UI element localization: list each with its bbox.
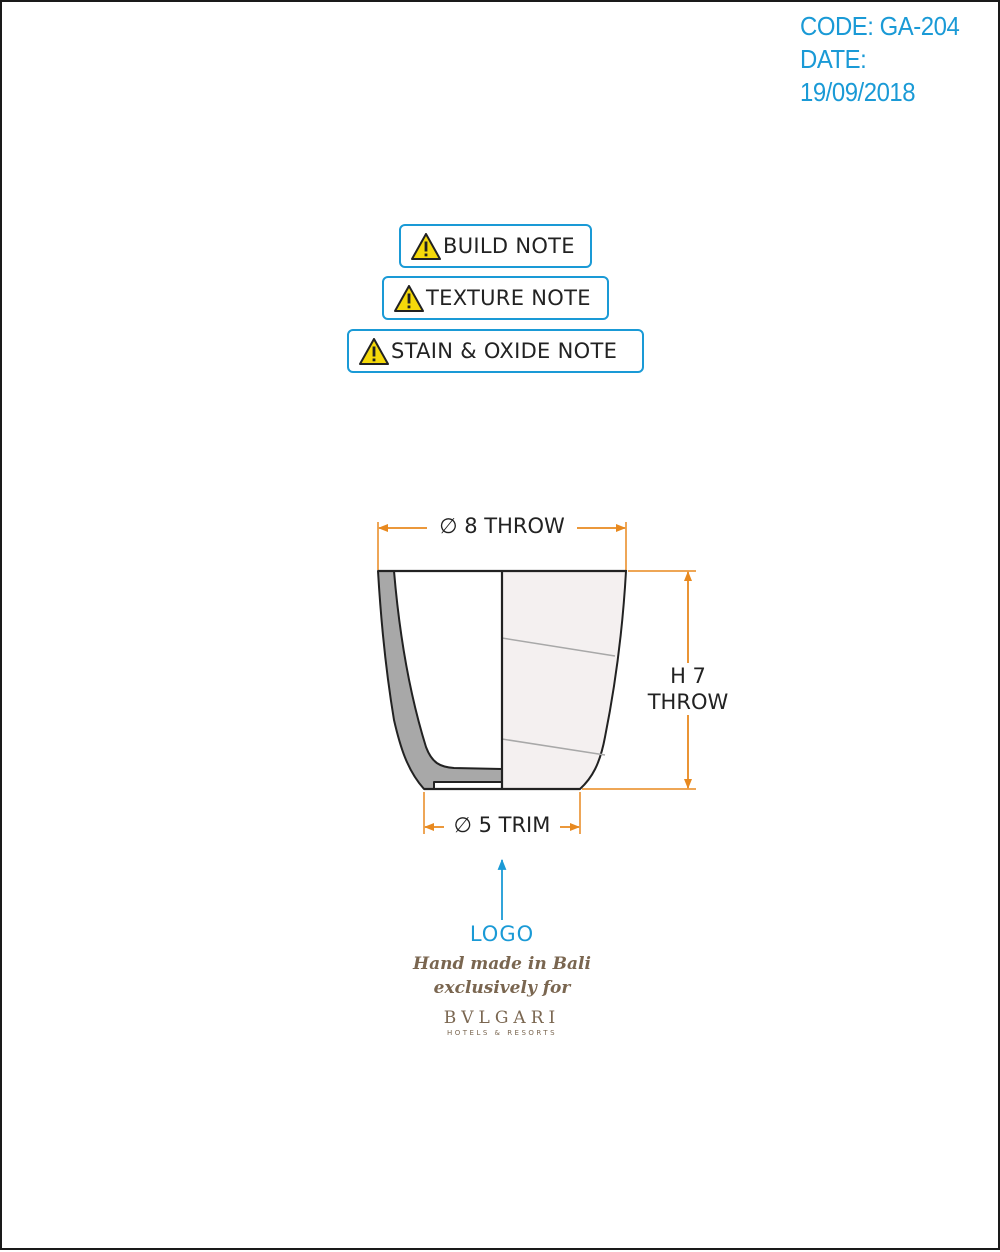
warning-icon [411, 232, 441, 260]
stamp-brand-sub: HOTELS & RESORTS [446, 1029, 558, 1037]
code-label: CODE: GA-204 [800, 11, 960, 41]
stain-oxide-note-button[interactable]: STAIN & OXIDE NOTE [347, 329, 644, 373]
cup-exterior [501, 570, 628, 790]
texture-note-button[interactable]: TEXTURE NOTE [382, 276, 609, 320]
top-diameter-label: ∅ 8 THROW [427, 514, 577, 538]
warning-icon [394, 284, 424, 312]
logo-stamp: Hand made in Bali exclusively for BVLGAR… [382, 952, 622, 1037]
title-block: CODE: GA-204 DATE: 19/09/2018 [800, 10, 982, 109]
stamp-line2: exclusively for [433, 978, 571, 998]
build-note-label: BUILD NOTE [443, 234, 575, 258]
stamp-brand: BVLGARI [443, 1008, 561, 1028]
height-label-line1: H 7 [670, 664, 706, 688]
cup-section [377, 570, 503, 790]
warning-icon [359, 337, 389, 365]
texture-note-label: TEXTURE NOTE [426, 286, 591, 310]
throwing-rings [501, 637, 616, 756]
height-label-line2: THROW [647, 690, 729, 714]
base-diameter-label: ∅ 5 TRIM [444, 813, 560, 837]
logo-label: LOGO [469, 922, 535, 946]
date-label: DATE: 19/09/2018 [800, 44, 916, 107]
stamp-line1: Hand made in Bali [413, 954, 591, 974]
stain-oxide-note-label: STAIN & OXIDE NOTE [391, 339, 618, 363]
build-note-button[interactable]: BUILD NOTE [399, 224, 592, 268]
height-label: H 7 THROW [642, 663, 734, 715]
